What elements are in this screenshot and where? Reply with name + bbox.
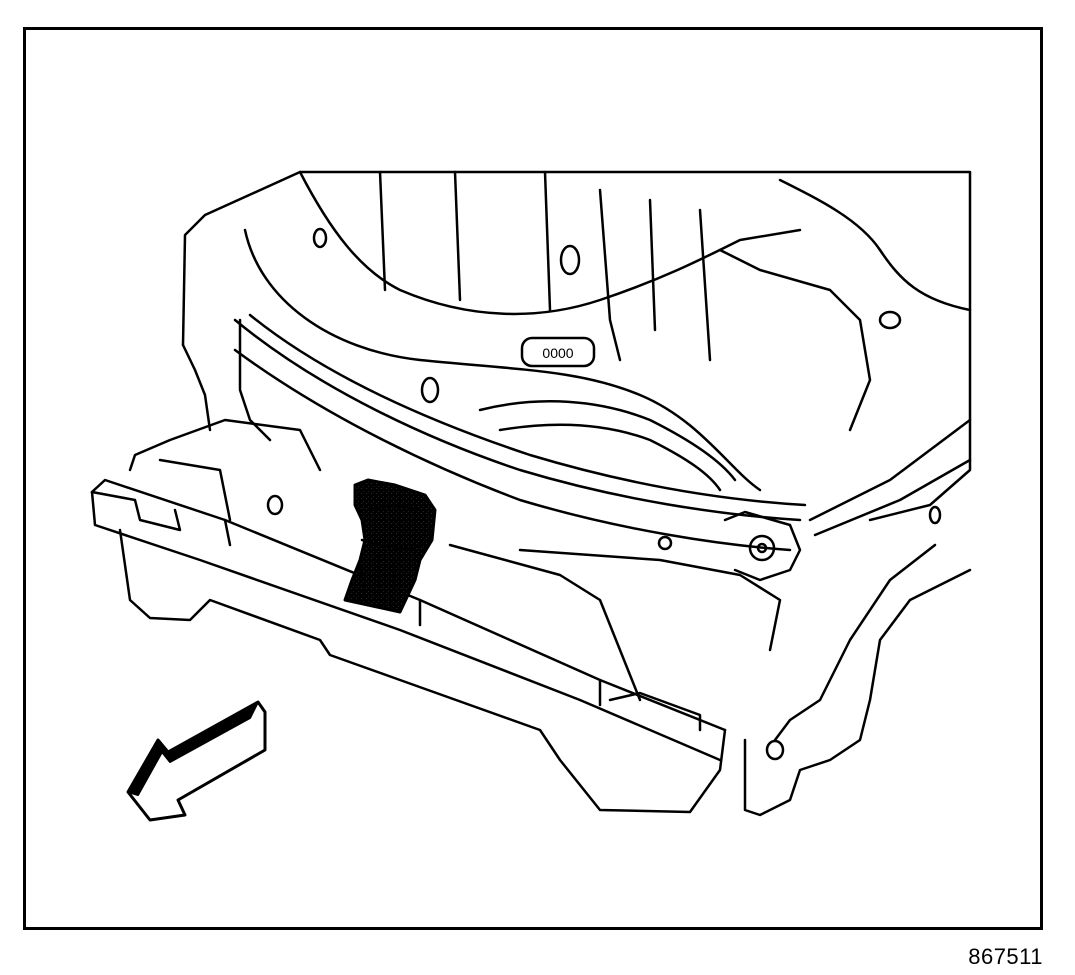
right-lower-frame-2 <box>773 543 937 742</box>
hole-label-text: 0000 <box>542 345 573 361</box>
hole <box>559 244 581 276</box>
cowl-vertical-1 <box>378 170 387 292</box>
radiator-opening-2 <box>518 548 782 652</box>
figure-number: 867511 <box>968 944 1043 969</box>
cowl-vertical-2 <box>453 170 462 302</box>
hole <box>878 310 902 330</box>
tie-bar-end-bracket <box>723 510 802 582</box>
hole <box>928 505 942 525</box>
dash-panel-curve <box>243 228 762 492</box>
right-lower-frame <box>743 568 972 817</box>
upper-tie-bar-outer <box>233 318 802 522</box>
highlighted-bracket-ribs <box>359 554 396 609</box>
cowl-line <box>298 170 802 316</box>
right-frame-rail <box>808 418 972 522</box>
floor-tunnel-inner <box>498 423 722 492</box>
right-strut-tower <box>778 178 972 312</box>
bumper-left-end <box>90 490 182 532</box>
cowl-vertical-4 <box>598 188 622 362</box>
right-frame-rail-lower <box>813 458 972 537</box>
left-lower-apron <box>128 418 322 472</box>
hole <box>266 494 284 516</box>
radiator-opening <box>448 543 642 702</box>
left-apron-edge <box>181 343 212 432</box>
cowl-vertical-6 <box>698 208 712 362</box>
front-crossmember-top <box>90 478 727 732</box>
hole <box>657 535 673 551</box>
upper-body-outline <box>181 170 972 522</box>
tie-bar-bolt <box>748 534 776 562</box>
left-lower-apron-2 <box>158 458 232 522</box>
highlighted-bracket-crease <box>360 503 432 552</box>
right-inner-panel <box>718 248 872 432</box>
crossmember-ledge <box>223 518 602 707</box>
front-crossmember-bottom <box>118 528 727 814</box>
radiator-support-left-post <box>238 318 272 442</box>
crossmember-pad <box>608 691 702 732</box>
direction-arrow-shadow <box>127 701 259 796</box>
upper-tie-bar-inner <box>248 313 807 507</box>
cowl-vertical-3 <box>543 170 552 312</box>
front-crossmember-face <box>90 490 722 762</box>
upper-tie-bar-lower-edge <box>233 348 792 552</box>
hole <box>420 376 440 404</box>
hole-label-plate <box>520 336 596 368</box>
tie-bar-bolt-center <box>756 542 768 554</box>
hole <box>312 227 328 249</box>
right-mount-hole <box>765 739 785 761</box>
floor-tunnel-curve <box>478 400 737 482</box>
cowl-vertical-5 <box>648 198 657 332</box>
